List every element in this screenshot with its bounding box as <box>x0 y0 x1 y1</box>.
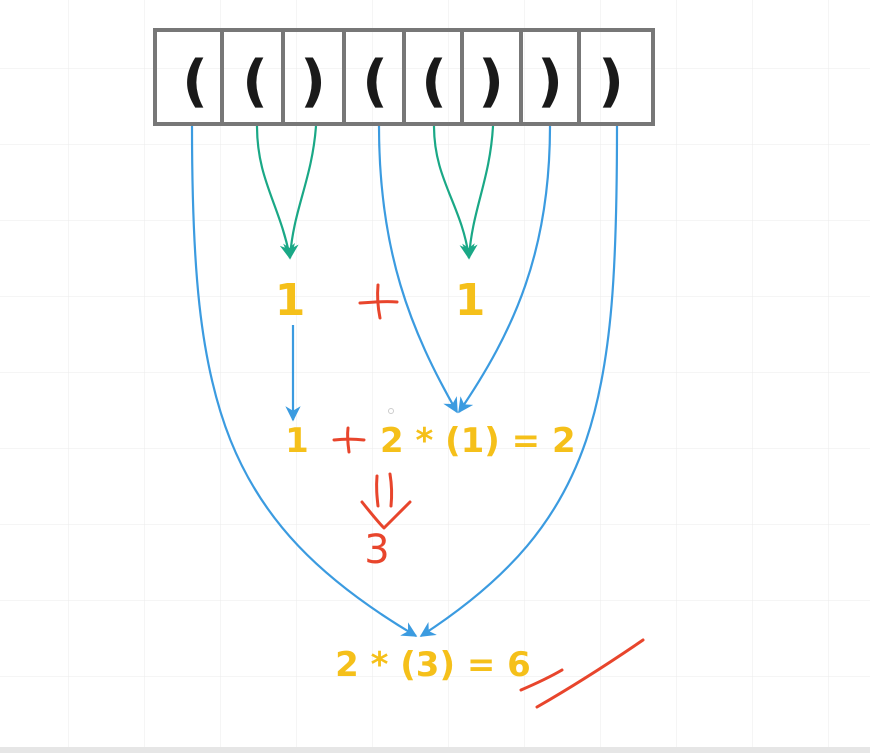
parenthesis-cell-7: ) <box>537 49 563 114</box>
parenthesis-cell-4: ( <box>362 49 388 114</box>
parenthesis-cell-8: ) <box>598 49 624 114</box>
parenthesis-char: ) <box>478 49 504 114</box>
parenthesis-char: ( <box>421 49 447 114</box>
level1-plus-sign <box>358 283 399 320</box>
parenthesis-cell-1: ( <box>182 49 208 114</box>
parenthesis-char: ) <box>598 49 624 114</box>
green-arrow-pair1-open <box>255 125 295 260</box>
green-arrow-pair2-close <box>462 125 495 260</box>
handwritten-double-slash <box>519 638 645 709</box>
blue-arrow-open4-to-expression <box>377 125 458 414</box>
level1-left-value: 1 <box>275 275 306 326</box>
parenthesis-cell-2: ( <box>242 49 268 114</box>
bottom-strip <box>0 747 870 753</box>
parenthesis-char: ( <box>242 49 268 114</box>
level2-left-value: 1 <box>285 421 309 461</box>
level2-expression: 2 * (1) = 2 <box>380 421 576 461</box>
blue-arrow-open1-to-final <box>190 125 418 637</box>
parenthesis-char: ) <box>300 49 326 114</box>
parentheses-strip: ( ( ) ( ( ) ) ) <box>153 28 655 126</box>
green-arrow-pair2-open <box>432 125 475 260</box>
parenthesis-char: ( <box>182 49 208 114</box>
blue-arrow-close8-to-final <box>419 125 619 637</box>
parenthesis-char: ( <box>362 49 388 114</box>
level1-right-value: 1 <box>455 275 486 326</box>
parenthesis-cell-6: ) <box>478 49 504 114</box>
parenthesis-char: ) <box>537 49 563 114</box>
handwritten-equals-down-arrow <box>360 472 412 530</box>
parenthesis-cell-3: ) <box>300 49 326 114</box>
small-dot <box>388 408 394 414</box>
blue-arrow-close7-to-expression <box>458 125 552 414</box>
parenthesis-cell-5: ( <box>421 49 447 114</box>
sum-result: 3 <box>364 527 389 573</box>
final-expression: 2 * (3) = 6 <box>335 645 531 685</box>
level2-plus-sign <box>332 426 366 454</box>
green-arrow-pair1-close <box>283 125 318 260</box>
